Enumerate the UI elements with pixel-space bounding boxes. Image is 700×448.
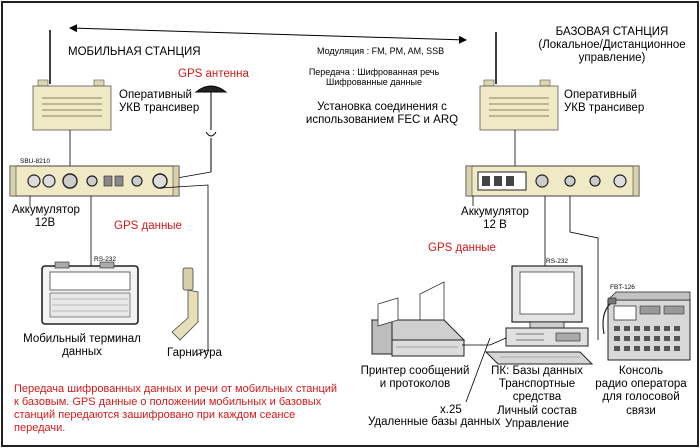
connection-label: Установка соединения с использованием FE… [305, 101, 459, 127]
mobile-transceiver-label: Оперативный УКВ трансивер [119, 89, 200, 115]
mobile-station-title: МОБИЛЬНАЯ СТАНЦИЯ [68, 46, 201, 58]
base-control-unit [465, 165, 640, 197]
printer-label: Принтер сообщений и протоколов [360, 365, 470, 391]
base-battery-label: Аккумулятор 12 В [461, 206, 529, 232]
mobile-data-terminal [41, 261, 139, 325]
base-transceiver-label: Оперативный УКВ трансивер [564, 89, 645, 115]
console-label: Консоль радио оператора для голосовой св… [595, 365, 687, 417]
operator-console [602, 291, 691, 361]
gps-antenna [194, 85, 228, 172]
x25-label: x.25 [440, 404, 462, 416]
headset-label: Гарнитура [167, 347, 222, 359]
base-transceiver [479, 79, 559, 131]
mobile-port-label: RS-232 [94, 256, 117, 263]
base-gps-data-label: GPS данные [428, 242, 496, 254]
mobile-unit-model: SBU-8210 [20, 158, 50, 165]
mobile-battery-label: Аккумулятор 12В [12, 204, 80, 230]
headset [171, 267, 199, 341]
modulation-label: Модуляция : FM, PM, AM, SSB [317, 46, 445, 56]
transmission-note: Передача шифрованных данных и речи от мо… [14, 383, 338, 434]
mobile-terminal-label: Мобильный терминал данных [23, 333, 141, 359]
transmission-label: Передача : Шифрованная речь Шифрованные … [308, 67, 440, 88]
base-pc [484, 265, 594, 365]
base-station-title: БАЗОВАЯ СТАНЦИЯ (Локальное/Дистанционное… [538, 26, 686, 65]
gps-antenna-label: GPS антенна [178, 68, 249, 80]
mobile-gps-data-label: GPS данные [114, 220, 182, 232]
message-printer [370, 281, 466, 357]
mobile-control-unit [9, 165, 180, 197]
radio-link-arrow [69, 24, 467, 44]
mobile-transceiver [32, 79, 112, 131]
base-port-label: RS-232 [546, 258, 569, 265]
remote-databases-label: Удаленные базы данных [368, 416, 501, 428]
pc-label: ПК: Базы данных Транспортные средства Ли… [491, 365, 583, 430]
console-model-label: FBT-126 [610, 284, 635, 291]
